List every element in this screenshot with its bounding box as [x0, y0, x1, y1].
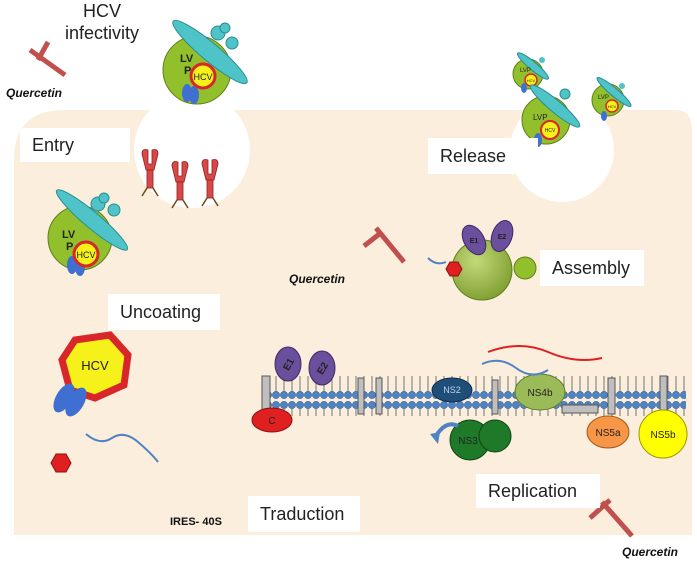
viral-rna-strand [85, 433, 159, 463]
quercetin-label-top: Quercetin [6, 86, 63, 100]
er-membrane [261, 375, 686, 417]
release-lvp-small1-core: HCV [527, 78, 536, 83]
receptors [141, 149, 219, 209]
quercetin-label-assembly: Quercetin [289, 272, 346, 286]
hcv-infectivity-line1: HCV [82, 1, 121, 21]
quercetin-inhibitor-replication [588, 498, 634, 538]
lvp-top-label-1: LV [180, 53, 194, 65]
protein-core-c: C [251, 407, 293, 433]
protein-e1: E1 [274, 346, 302, 382]
rna-strand-blue [481, 359, 549, 376]
lvp-particle-top: HCV LV P [162, 19, 248, 105]
protein-ns5b-label: NS5b [650, 430, 675, 441]
protein-ns3-label: NS3 [458, 436, 478, 447]
entry-invagination [134, 92, 250, 208]
protein-e1-label: E1 [281, 356, 297, 372]
release-step-label: Release [428, 138, 538, 174]
lvp-top-core-label: HCV [193, 72, 212, 82]
ires-40s-label: IRES- 40S [170, 516, 222, 528]
uncoating-step-label: Uncoating [108, 294, 220, 330]
traduction-step-label: Traduction [248, 496, 360, 532]
protein-e2-label: E2 [315, 360, 331, 376]
quercetin-inhibitor-assembly [362, 226, 406, 264]
release-lvp-big-label: LVP [533, 113, 548, 122]
replication-step-label: Replication [476, 474, 600, 508]
assembly-e2-label: E2 [498, 234, 507, 241]
assembling-particle: E1 E2 [427, 220, 537, 301]
release-lvp-small-left: LVP HCV [512, 52, 550, 93]
protein-ns5a-label: NS5a [595, 428, 620, 439]
release-lvp-small2-core: HCV [608, 104, 617, 109]
cell-body [14, 110, 692, 535]
protein-c-label: C [268, 416, 275, 427]
uncoated-hcv-core: HCV [53, 331, 132, 417]
protein-ns2: NS2 [431, 377, 473, 403]
protein-ns3: NS3 [430, 419, 512, 461]
lvp-entry-label-1: LV [62, 229, 76, 241]
core-hexagon [50, 453, 72, 473]
release-lvp-small-right: LVP HCV [591, 77, 632, 121]
lvp-entry-label-2: P [66, 241, 73, 253]
release-lvp-big: LVP HCV [521, 84, 581, 147]
lvp-top-label-2: P [184, 65, 191, 77]
release-lvp-small2-label: LVP [598, 95, 609, 101]
protein-ns4b-label: NS4b [527, 388, 552, 399]
quercetin-label-replication: Quercetin [622, 545, 679, 559]
protein-ns4b: NS4b [514, 373, 566, 411]
lvp-particle-entry: HCV LV P [47, 189, 129, 276]
protein-ns5b: NS5b [638, 409, 688, 459]
protein-ns5a: NS5a [586, 415, 630, 449]
uncoated-core-label: HCV [81, 358, 109, 373]
protein-e2: E2 [308, 350, 336, 386]
hcv-infectivity-line2: infectivity [64, 23, 140, 43]
entry-step-label: Entry [20, 128, 130, 162]
hcv-infectivity-title: HCV infectivity [52, 0, 152, 44]
assembly-e1-label: E1 [470, 238, 479, 245]
assembly-step-label: Assembly [540, 250, 644, 286]
quercetin-inhibitor-top [28, 40, 67, 78]
release-lvp-big-core: HCV [545, 128, 556, 134]
protein-ns2-label: NS2 [443, 385, 461, 395]
rna-strand-red [487, 345, 603, 361]
release-lvp-small1-label: LVP [520, 68, 531, 74]
lvp-entry-core-label: HCV [76, 250, 95, 260]
